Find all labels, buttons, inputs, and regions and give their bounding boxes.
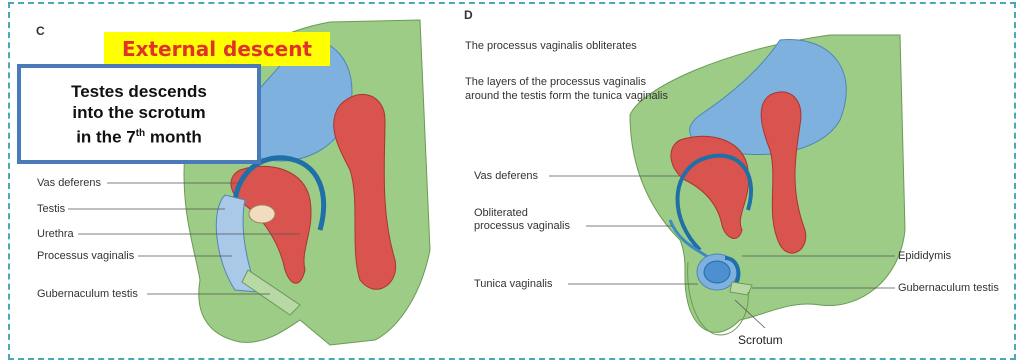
panel-d-testis <box>704 261 730 283</box>
callout-line-3-post: month <box>145 127 202 146</box>
label-d-obliterated-line-1: Obliterated <box>474 207 528 220</box>
label-d-epididymis: Epididymis <box>898 250 951 263</box>
label-d-scrotum: Scrotum <box>738 334 783 347</box>
panel-c-testis <box>249 205 275 223</box>
label-d-tunica-vaginalis: Tunica vaginalis <box>474 278 552 291</box>
label-c-processus-vaginalis: Processus vaginalis <box>37 250 134 263</box>
caption-layers-line-1: The layers of the processus vaginalis <box>465 76 646 89</box>
label-c-testis: Testis <box>37 203 65 216</box>
caption-layers-line-2: around the testis form the tunica vagina… <box>465 90 668 103</box>
label-d-gubernaculum-testis: Gubernaculum testis <box>898 282 999 295</box>
external-descent-banner: External descent <box>104 32 330 66</box>
panel-d-letter: D <box>464 8 473 22</box>
callout-line-3: in the 7th month <box>76 123 202 148</box>
callout-line-3-sup: th <box>136 128 145 139</box>
panel-c-letter: C <box>36 24 45 38</box>
caption-obliterates: The processus vaginalis obliterates <box>465 40 637 53</box>
callout-line-1: Testes descends <box>71 81 207 102</box>
label-c-urethra: Urethra <box>37 228 74 241</box>
label-c-gubernaculum-testis: Gubernaculum testis <box>37 288 138 301</box>
label-d-obliterated-line-2: processus vaginalis <box>474 220 570 233</box>
panel-d-illustration <box>630 35 905 335</box>
label-d-vas-deferens: Vas deferens <box>474 170 538 183</box>
label-c-vas-deferens: Vas deferens <box>37 177 101 190</box>
callout-line-2: into the scrotum <box>72 102 205 123</box>
callout-line-3-pre: in the 7 <box>76 127 136 146</box>
callout-box: Testes descends into the scrotum in the … <box>17 64 261 164</box>
